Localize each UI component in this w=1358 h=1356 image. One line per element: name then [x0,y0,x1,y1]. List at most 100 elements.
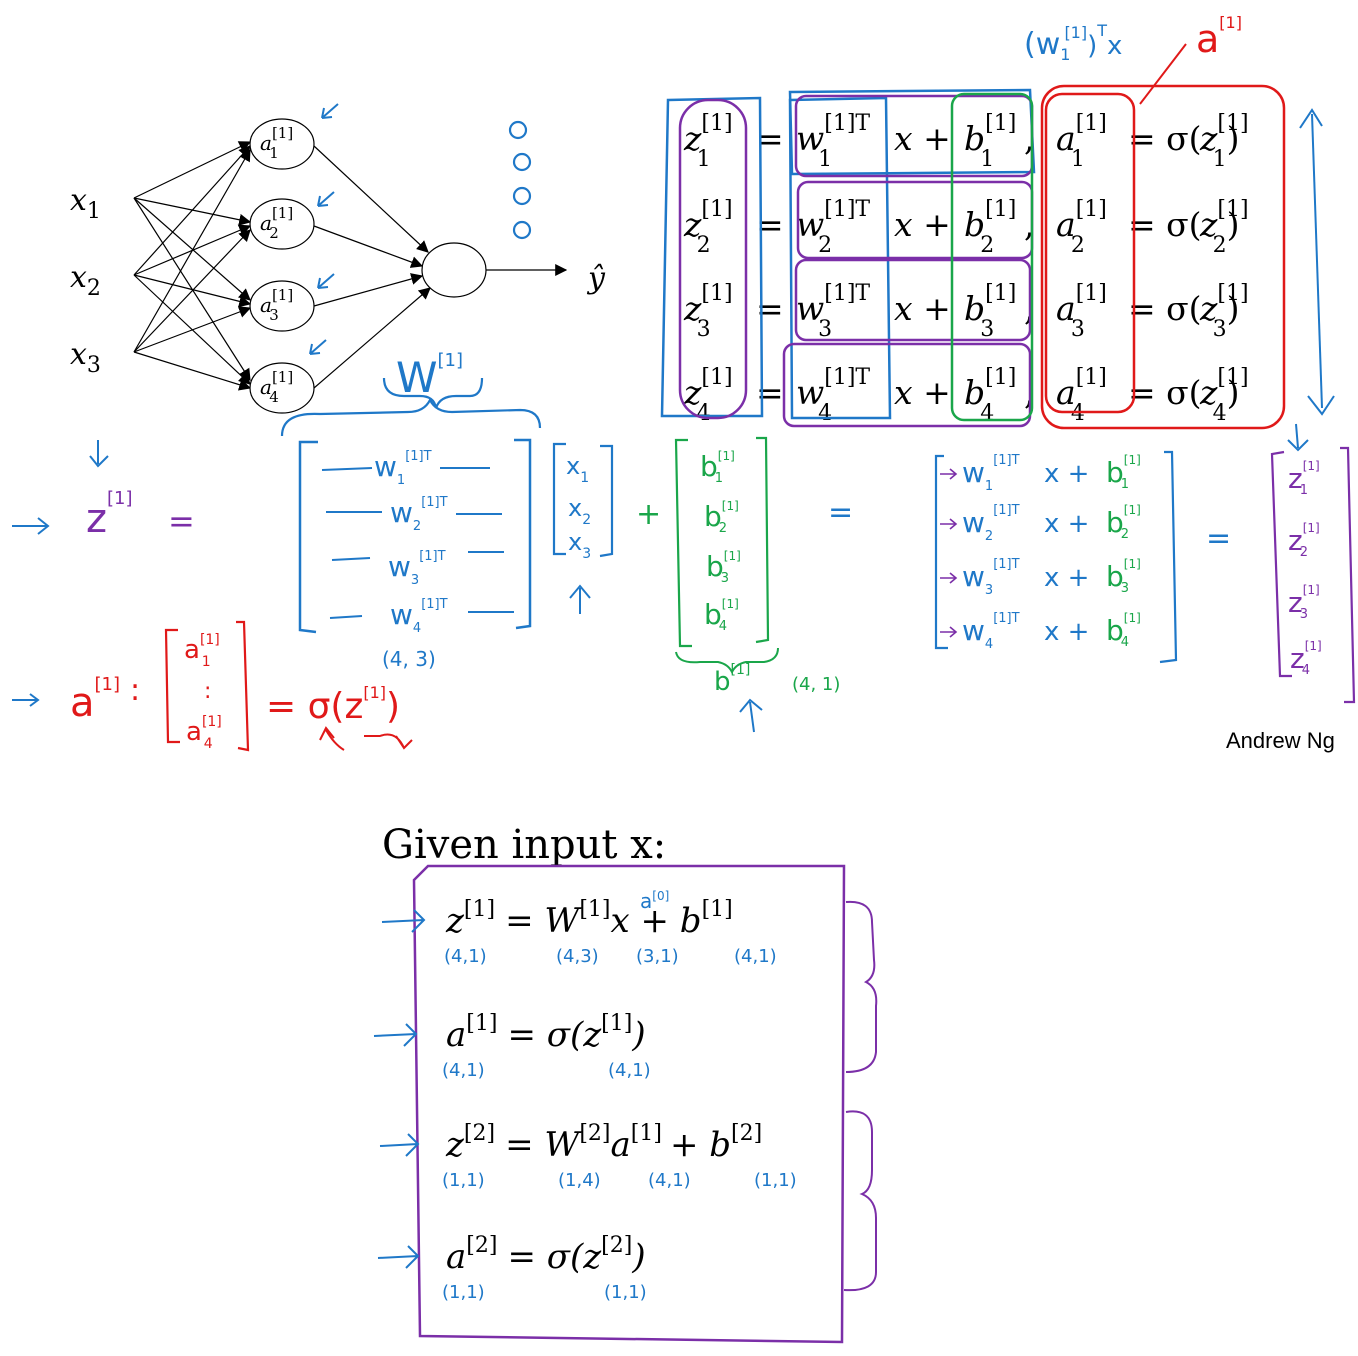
z-vec-left-bracket [1270,450,1292,678]
hidden-label-3: a[1]3 [260,286,293,324]
input-x2: x2 [70,260,101,301]
z-row-2: z[1]2 [1288,521,1320,560]
sum-b-2: b[1]2 [1106,503,1141,542]
given-arrow-4 [377,1245,420,1269]
given-line-2: a[1]= σ(z[1])(4,1)(4,1) [373,1011,651,1081]
purple-box-z-column [678,98,748,420]
blue-circles-doodle [508,120,532,240]
x-row-1: x1 [566,452,589,486]
given-shape-3-4: (1,1) [754,1170,797,1191]
brace-2 [843,1110,877,1292]
sum-b-1: b[1]1 [1106,453,1141,492]
eq-comma-1: , [1024,119,1035,158]
given-shape-2-2: (4,1) [608,1060,651,1081]
up-arrow-b [739,698,763,733]
x-vec-left-bracket [552,442,566,556]
output-node [421,242,487,298]
eq-a-2: a[1]2 [1056,197,1107,258]
eq-z-1: z[1]1 [683,111,733,172]
eq-sigma-z-2: z[1]2) [1199,197,1249,258]
input-hidden-connections [133,141,568,391]
eq-x-plus-2: x + [894,205,951,244]
eq-comma-2: , [1024,205,1035,244]
given-arrow-3 [379,1133,420,1157]
eq-sigma-2: = σ( [1128,205,1202,244]
blue-box-z [660,96,764,418]
arrow-z-row [12,517,50,535]
vectorized-notation: W[1] z[1] = w1[1]Tw2[1]Tw3[1]Tw4[1]T (4,… [12,350,1356,752]
neural-network-diagram: x1 x2 x3 ŷ a[1]1 a[1]2 a[1]3 a[1]4 [70,103,606,414]
eq-a-3: a[1]3 [1056,281,1107,342]
given-eq-1: z[1]= W[1]x + b[1] [445,897,733,941]
given-eq-3: z[2]= W[2]a[1]+ b[2] [445,1121,762,1165]
b-label: b[1] [714,662,750,697]
given-shape-1-3: (3,1) [636,946,679,967]
given-eq-4: a[2]= σ(z[2]) [446,1233,646,1277]
eq-b-2: b[1]2 [964,197,1016,258]
b-row-2: b[1]2 [704,499,739,536]
given-shape-3-1: (1,1) [442,1170,485,1191]
given-shape-4-2: (1,1) [604,1282,647,1303]
a-vec-bottom: a[1]4 [186,714,222,752]
output-yhat: ŷ [586,261,606,296]
annotation-a1: a[1] [1196,13,1242,61]
input-x3: x3 [70,337,101,378]
blue-box-w-column [788,96,892,420]
sum-x-plus-2: x + [1044,509,1089,539]
given-shape-4-1: (1,1) [442,1282,485,1303]
sum-b-3: b[1]3 [1106,557,1141,596]
W-shape: (4, 3) [382,647,436,671]
sum-left-bracket [934,454,948,650]
eq-a-4: a[1]4 [1056,365,1107,426]
sum-b-4: b[1]4 [1106,611,1141,650]
W-row-1: w1[1]T [374,449,432,488]
red-box-a-column [1044,92,1136,414]
a-vec-label: a[1] [70,674,120,726]
sum-x-plus-4: x + [1044,617,1089,647]
red-box-a-sigma [1040,84,1286,430]
input-x1: x1 [70,183,101,224]
b-brace [675,647,779,675]
hidden-node-1 [249,118,315,170]
annotation-wT-x: (w1[1])Tx [1024,21,1122,64]
given-line-3: z[2]= W[2]a[1]+ b[2] (1,1) (1,4) (4,1) (1,1) [379,1121,797,1191]
eq-z-3: z[1]3 [683,281,733,342]
eq-equals-4: = [756,373,784,412]
up-arrow-x [569,584,591,614]
z-row-4: z[1]4 [1290,639,1322,678]
given-shape-3-2: (1,4) [558,1170,601,1191]
given-arrow-2 [373,1023,418,1047]
hidden-nodes [249,118,487,414]
W-label: W[1] [396,350,463,402]
b-row-3: b[1]3 [706,549,741,586]
given-arrow-1 [381,909,426,933]
eq-sigma-z-4: z[1]4) [1199,365,1249,426]
given-input-section: Given input x: z[1]= W[1]x + b[1]a[0](4,… [373,822,878,1344]
a-vec-colon: : [130,673,140,708]
b-row-4: b[1]4 [704,597,739,634]
given-shape-1-2: (4,3) [556,946,599,967]
given-shape-3-3: (4,1) [648,1170,691,1191]
sigma-z-arrows [319,726,413,751]
x-row-2: x2 [568,494,591,528]
hidden-node-4 [249,362,315,414]
a-vec-left-bracket [164,628,180,744]
eq-z-2: z[1]2 [683,197,733,258]
a-vec-dots: : [204,679,211,704]
given-line-4: a[2]= σ(z[2]) (1,1) (1,1) [377,1233,647,1303]
given-purple-box [412,864,846,1344]
a-vec-top: a[1]1 [184,632,220,670]
a-vec-right-bracket [236,620,250,752]
credit-text: Andrew Ng [1226,728,1335,753]
z-vec-equals: = [168,502,195,540]
eq-x-plus-3: x + [894,289,951,328]
sum-w-4: w4[1]T [962,611,1020,652]
x-vec-right-bracket [599,444,614,558]
eq-x-plus-1: x + [894,119,951,158]
given-shape-1-4: (4,1) [734,946,777,967]
